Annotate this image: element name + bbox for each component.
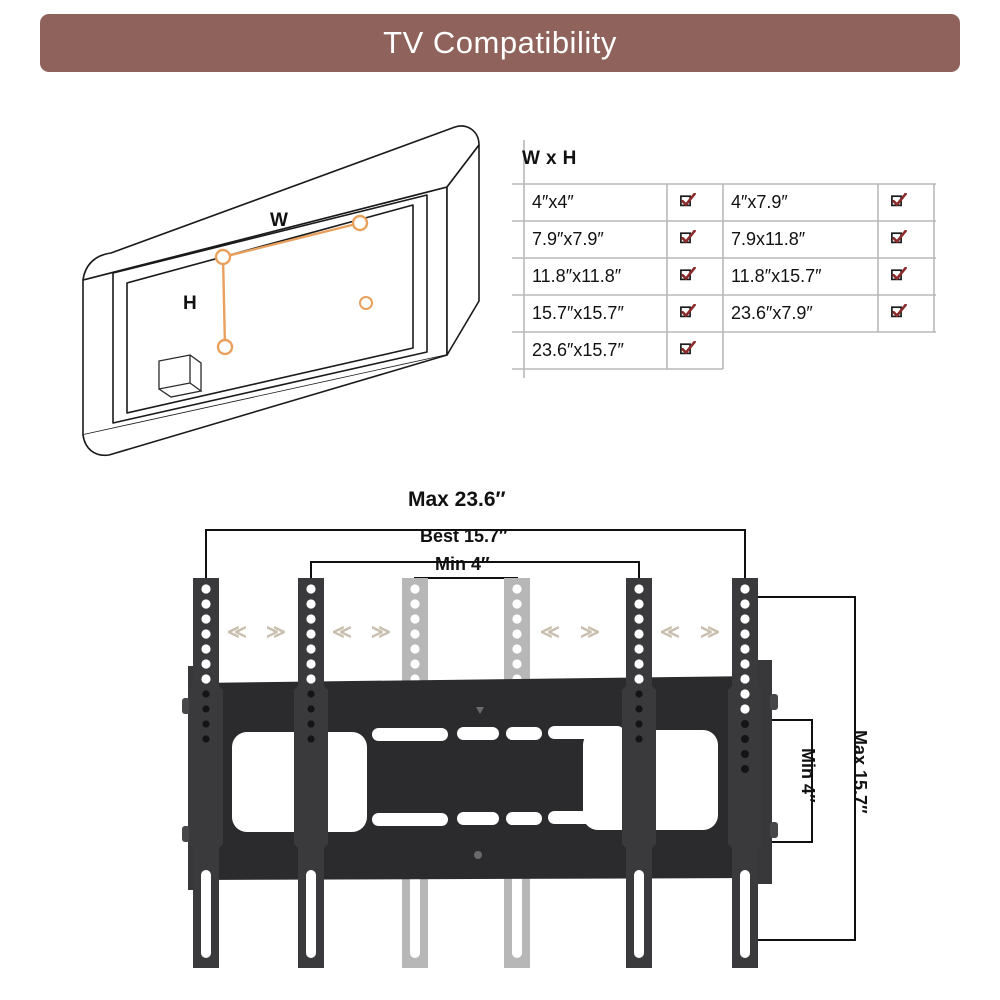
checkmark-icon (680, 304, 696, 318)
checkmark-icon (891, 230, 907, 244)
compatibility-table: W x H 4″x4″ 4″x7.9″ 7.9″x7.9″ 7.9x11.8″ … (512, 140, 936, 378)
table-cell-size: 4″x7.9″ (731, 192, 788, 212)
bracket-plate (182, 660, 778, 890)
table-header-wxh: W x H (522, 148, 577, 169)
checkmark-icon (680, 267, 696, 281)
table-cell-size: 15.7″x15.7″ (532, 303, 624, 323)
table-cell-size: 23.6″x7.9″ (731, 303, 813, 323)
table-cell-size: 11.8″x15.7″ (731, 266, 822, 286)
tv-width-label: W (270, 210, 288, 231)
table-cell-size: 11.8″x11.8″ (532, 266, 622, 286)
svg-text:≫: ≫ (371, 622, 391, 643)
svg-text:≫: ≫ (580, 622, 600, 643)
table-grid (512, 140, 936, 378)
svg-text:≪: ≪ (660, 622, 680, 643)
dimension-max-vertical: Max 15.7″ (850, 730, 870, 814)
svg-text:≫: ≫ (266, 622, 286, 643)
header-banner: TV Compatibility (40, 14, 960, 72)
dimension-max-horizontal: Max 23.6″ (408, 488, 506, 511)
dimension-best-horizontal: Best 15.7″ (420, 526, 508, 546)
svg-text:≪: ≪ (227, 622, 247, 643)
table-cell-size: 7.9x11.8″ (731, 229, 806, 249)
tv-height-label: H (183, 293, 197, 314)
checkmark-icon (891, 193, 907, 207)
dimension-min-vertical: Min 4″ (798, 748, 818, 803)
checkmark-icon (891, 267, 907, 281)
dimension-min-horizontal: Min 4″ (435, 554, 490, 574)
checkmark-icon (891, 304, 907, 318)
bracket-diagram: ≪ ≫ ≪ ≫ ≪ ≫ ≪ ≫ (0, 470, 1000, 1000)
svg-text:≫: ≫ (700, 622, 720, 643)
checkmark-icon (680, 341, 696, 355)
page-title: TV Compatibility (383, 25, 617, 60)
table-cell-size: 23.6″x15.7″ (532, 340, 624, 360)
table-cell-size: 4″x4″ (532, 192, 574, 212)
tv-illustration: W H (55, 105, 485, 475)
svg-text:≪: ≪ (332, 622, 352, 643)
checkmark-icon (680, 230, 696, 244)
table-cell-size: 7.9″x7.9″ (532, 229, 604, 249)
checkmark-icon (680, 193, 696, 207)
svg-text:≪: ≪ (540, 622, 560, 643)
